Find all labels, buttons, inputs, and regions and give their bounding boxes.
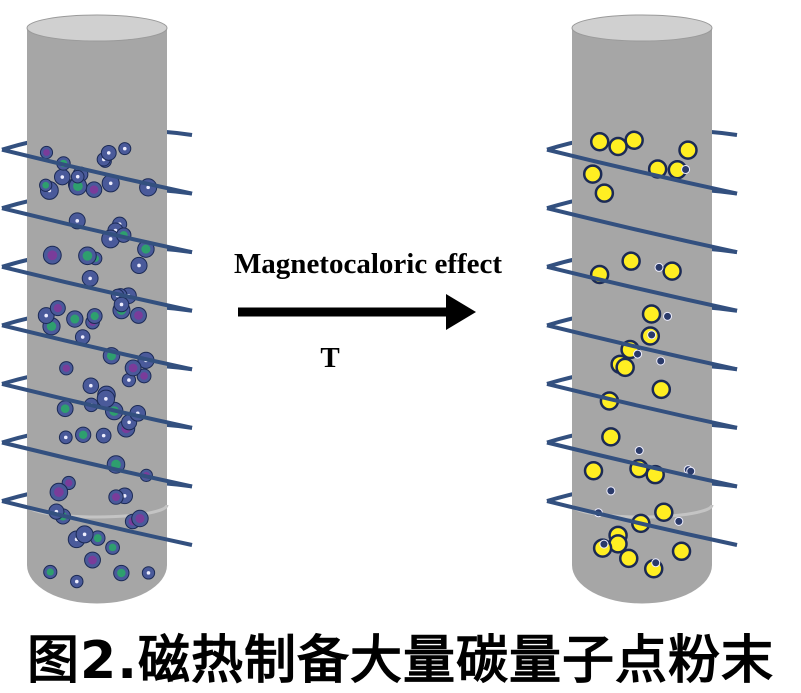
carbon-quantum-dot (654, 502, 674, 523)
particle-core (128, 363, 138, 373)
residual-particle (656, 356, 666, 366)
carbon-quantum-dot (615, 357, 635, 378)
particle-dot (119, 302, 124, 307)
particle-dot (63, 435, 68, 440)
residual-particle (633, 349, 643, 359)
particle-core (141, 244, 151, 254)
particle-core (140, 372, 148, 380)
particle-dot (108, 181, 113, 186)
residual-particle (681, 164, 691, 174)
particle-dot (127, 378, 131, 382)
particle-core (112, 493, 120, 502)
process-label: Magnetocaloric effect (233, 248, 503, 280)
diagram-canvas (1, 14, 738, 604)
carbon-quantum-dot (662, 261, 682, 281)
residual-particle (674, 516, 684, 526)
particle-core (62, 364, 70, 372)
particle-core (46, 568, 54, 576)
condition-label: T (320, 342, 340, 374)
particle-dot (75, 174, 80, 179)
carbon-quantum-dot (594, 183, 615, 203)
particle-core (78, 430, 88, 440)
carbon-quantum-dot (651, 379, 672, 400)
particle-dot (127, 420, 131, 425)
figure-caption: 图2.磁热制备大量碳量子点粉末 (27, 631, 774, 691)
tube-rim (26, 14, 168, 42)
particle-core (54, 487, 64, 497)
particle-dot (122, 494, 127, 498)
particle-core (47, 250, 58, 261)
particle-dot (146, 571, 151, 575)
residual-particle (654, 262, 664, 272)
particle-core (111, 459, 121, 470)
particle-dot (80, 335, 85, 339)
particle-core (82, 250, 93, 261)
carbon-quantum-dot (589, 131, 610, 152)
residual-particle (634, 446, 644, 456)
carbon-quantum-dot (601, 427, 621, 447)
particle-dot (106, 151, 111, 155)
residual-particle (599, 539, 609, 549)
particle-core (135, 513, 145, 524)
residual-particle (651, 558, 661, 568)
particle-dot (104, 397, 108, 401)
tube-rim (571, 14, 713, 42)
particle-dot (88, 276, 92, 281)
arrow-head (446, 294, 476, 330)
coil-front (546, 147, 738, 547)
particle-dot (101, 433, 106, 438)
particle-core (60, 404, 70, 414)
particle-dot (75, 219, 80, 223)
particle-core (73, 181, 83, 192)
particle-core (134, 311, 143, 320)
carbon-quantum-dot (641, 304, 662, 324)
particle-dot (108, 237, 113, 241)
particle-dot (74, 579, 79, 584)
particle-core (65, 479, 73, 487)
carbon-quantum-dot (621, 251, 641, 271)
particle-core (93, 534, 102, 543)
particle-core (46, 321, 57, 332)
residual-particle (647, 330, 657, 340)
particle-core (108, 543, 117, 552)
particle-core (70, 314, 80, 324)
particle-dot (44, 313, 48, 318)
left-test-tube (1, 14, 193, 604)
residual-particle (606, 486, 616, 496)
particle-dot (60, 175, 65, 179)
carbon-quantum-dot (582, 164, 603, 184)
particle-core (90, 312, 99, 321)
particle-core (89, 185, 99, 194)
coil-front (1, 147, 193, 547)
particle-dot (122, 146, 127, 151)
particle-core (88, 555, 97, 565)
carbon-quantum-dot (678, 140, 698, 160)
particle-core (117, 568, 126, 578)
particle-core (43, 149, 50, 156)
particle-dot (89, 383, 93, 388)
particle-core (42, 181, 50, 189)
carbon-quantum-dot (619, 548, 639, 569)
carbon-quantum-dot (671, 541, 692, 562)
residual-particle (663, 311, 673, 321)
carbon-quantum-dot (624, 130, 644, 151)
carbon-quantum-dot (608, 136, 628, 157)
process-arrow (238, 294, 476, 330)
particle-dot (137, 263, 141, 268)
particle-dot (146, 185, 150, 190)
right-test-tube (546, 14, 738, 604)
particle-core (53, 303, 62, 313)
carbon-quantum-dot (583, 461, 604, 481)
particle-dot (82, 532, 87, 537)
